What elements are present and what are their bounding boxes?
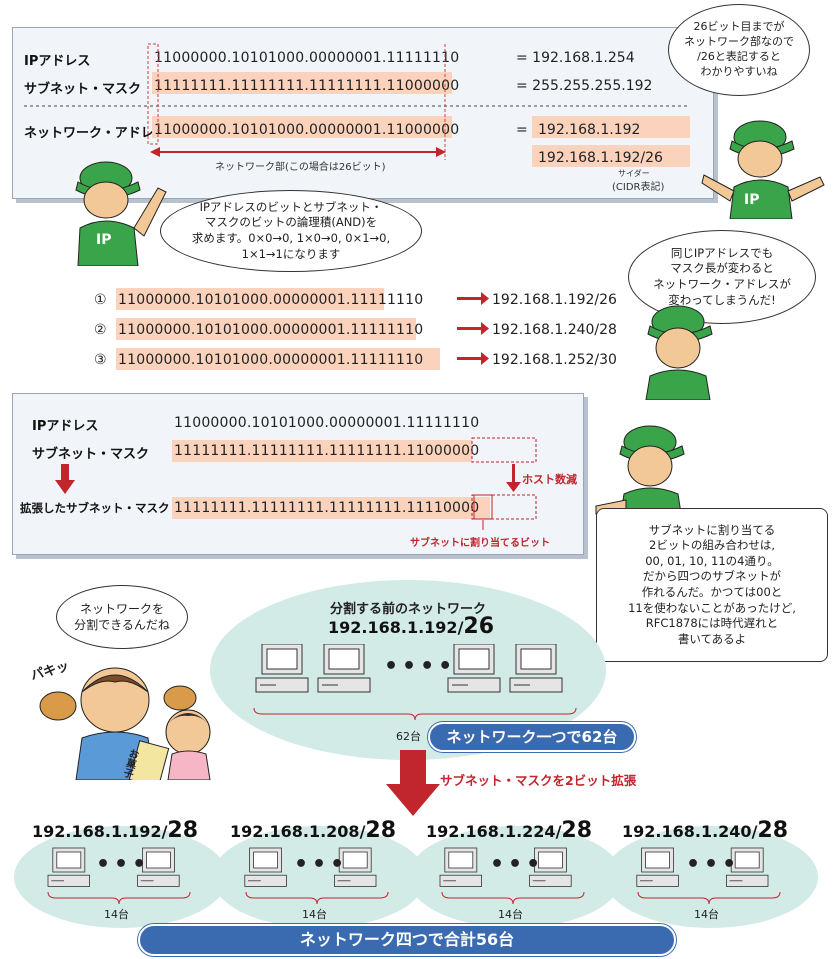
- before-brace: [253, 707, 577, 721]
- p2-mask-label: サブネット・マスク: [32, 447, 150, 462]
- total-summary: ネットワーク四つで合計56台: [138, 924, 676, 956]
- p2-ip-label: IPアドレス: [32, 419, 99, 434]
- row1-result: 192.168.1.192/26: [492, 292, 617, 308]
- ip-mascot-label: IP: [96, 232, 112, 248]
- speech-bubble-divide: ネットワークを 分割できるんだね: [56, 585, 188, 649]
- before-count: 62台: [396, 730, 421, 743]
- row1-highlight: [116, 288, 384, 310]
- subnet-3-ip-text: 192.168.1.224/: [426, 822, 562, 841]
- network-part-caption: ネットワーク部(この場合は26ビット): [215, 162, 386, 173]
- net-bits: 11000000.10101000.00000001.11000000: [154, 122, 460, 138]
- row3-number: ③: [94, 352, 107, 368]
- ip-bits: 11000000.10101000.00000001.11111110: [154, 50, 460, 66]
- mask-bits: 11111111.11111111.11111111.11000000: [154, 78, 460, 94]
- p2-ext-highlight: [172, 497, 490, 519]
- cidr-ruby: サイダー: [618, 169, 650, 178]
- row2-number: ②: [94, 322, 107, 338]
- row3-highlight: [116, 348, 440, 370]
- panel1-guides: [24, 43, 690, 160]
- before-network-ip: 192.168.1.192/26: [328, 614, 494, 639]
- panel2-guides: [55, 437, 537, 530]
- speech-bubble-and: IPアドレスのビットとサブネット・ マスクのビットの論理積(AND)を 求めます…: [160, 190, 422, 272]
- subnet-3-count: 14台: [498, 908, 523, 921]
- ip-decimal: = 192.168.1.254: [516, 50, 635, 66]
- subnet-1-count: 14台: [104, 908, 129, 921]
- subnet-4-ip-text: 192.168.1.240/: [622, 822, 758, 841]
- cidr-highlight: [532, 145, 690, 167]
- subnet-2-ip: 192.168.1.208/28: [230, 818, 396, 843]
- speech-bubble-cidr: 26ビット目までが ネットワーク部なので /26と表記すると わかりやすいね: [668, 4, 810, 96]
- subnet-2-dots: •••: [294, 852, 349, 877]
- net-highlight: [152, 116, 452, 138]
- ip-mascot-icon: [75, 161, 167, 266]
- speech-bubble-subnet-bits: サブネットに割り当てる 2ビットの組み合わせは, 00, 01, 10, 11の…: [596, 508, 828, 662]
- children-icon: [39, 667, 211, 780]
- subnet-3-prefix: 28: [561, 818, 593, 843]
- row1-bits: 11000000.10101000.00000001.11111110: [118, 292, 424, 308]
- p2-extended-mask-label: 拡張したサブネット・マスク: [20, 501, 170, 515]
- p2-mask-highlight: [172, 440, 472, 462]
- speech-bubble-mask-length: 同じIPアドレスでも マスク長が変わると ネットワーク・アドレスが 変わってしま…: [628, 230, 816, 324]
- mask-highlight: [152, 72, 452, 94]
- subnet-1-prefix: 28: [167, 818, 199, 843]
- subnet-1-ip-text: 192.168.1.192/: [32, 822, 168, 841]
- net-decimal: 192.168.1.192: [538, 122, 641, 138]
- row2-highlight: [116, 318, 416, 340]
- subnet-2-count: 14台: [302, 908, 327, 921]
- subnet-mask-label: サブネット・マスク: [24, 82, 142, 97]
- subnet-bits-note: サブネットに割り当てるビット: [410, 538, 550, 549]
- cidr-caption: (CIDR表記): [612, 182, 665, 193]
- subnet-2-prefix: 28: [365, 818, 397, 843]
- subnet-2-ip-text: 192.168.1.208/: [230, 822, 366, 841]
- extend-arrow-label: サブネット・マスクを2ビット拡張: [440, 773, 637, 788]
- ip-mascot-right-icon: [701, 120, 825, 219]
- ip-mascot-right-label: IP: [744, 192, 760, 208]
- ip-address-label: IPアドレス: [24, 54, 91, 69]
- row2-result: 192.168.1.240/28: [492, 322, 617, 338]
- result-highlight: [532, 116, 690, 138]
- subnet-mask-extension-panel: [12, 393, 584, 555]
- before-network-title: 分割する前のネットワーク: [330, 602, 487, 617]
- ip-mascot-pointing-icon: [595, 425, 685, 520]
- row3-result: 192.168.1.252/30: [492, 352, 617, 368]
- before-ip-text: 192.168.1.192/: [328, 618, 464, 637]
- subnet-3-ip: 192.168.1.224/28: [426, 818, 592, 843]
- p2-ext-bits: 11111111.11111111.11111111.11110000: [174, 500, 480, 516]
- p2-ip-bits: 11000000.10101000.00000001.11111110: [174, 415, 480, 431]
- subnet-1-ip: 192.168.1.192/28: [32, 818, 198, 843]
- row-arrows: [457, 292, 489, 365]
- subnet-4-ip: 192.168.1.240/28: [622, 818, 788, 843]
- before-dots: ••••: [384, 654, 457, 679]
- row1-number: ①: [94, 292, 107, 308]
- subnet-1-dots: •••: [96, 852, 151, 877]
- before-summary: ネットワーク一つで62台: [428, 722, 636, 752]
- row2-bits: 11000000.10101000.00000001.11111110: [118, 322, 424, 338]
- cidr-notation: 192.168.1.192/26: [538, 150, 663, 166]
- subnet-3-dots: •••: [490, 852, 545, 877]
- subnet-4-count: 14台: [694, 908, 719, 921]
- subnet-4-prefix: 28: [757, 818, 789, 843]
- subnet-4-dots: •••: [686, 852, 741, 877]
- ip-mascot-thinking-icon: [645, 305, 713, 400]
- net-eq: =: [516, 122, 528, 138]
- subnet-braces: [47, 891, 781, 905]
- row3-bits: 11000000.10101000.00000001.11111110: [118, 352, 424, 368]
- mask-decimal: = 255.255.255.192: [516, 78, 653, 94]
- extend-arrow-icon: [386, 750, 440, 816]
- host-decrease-note: ホスト数減: [522, 473, 577, 486]
- p2-mask-bits: 11111111.11111111.11111111.11000000: [174, 443, 480, 459]
- before-prefix: 26: [463, 614, 495, 639]
- network-address-label: ネットワーク・アドレス: [24, 126, 167, 141]
